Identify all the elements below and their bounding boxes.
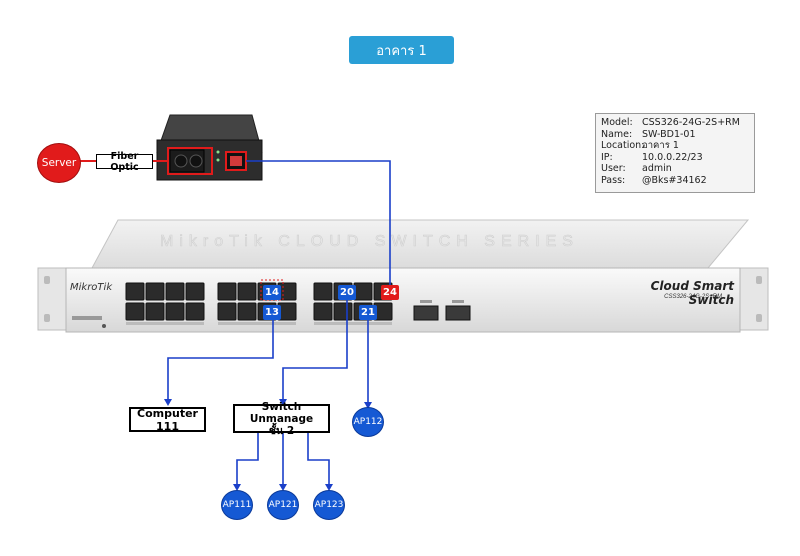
info-row-ip: IP: 10.0.0.22/23 <box>601 152 754 164</box>
info-row-user: User: admin <box>601 163 754 175</box>
port-21-label: 21 <box>359 305 377 320</box>
port-20-label: 20 <box>338 285 356 300</box>
chassis-watermark-text: MikroTik CLOUD SWITCH SERIES <box>160 233 579 250</box>
info-key: Location: <box>601 140 645 151</box>
info-value: CSS326-24G-2S+RM <box>642 117 740 128</box>
info-row-location: Location:อาคาร 1 <box>601 140 754 152</box>
ap121-node: AP121 <box>267 490 299 520</box>
port-14-label: 14 <box>263 285 281 300</box>
switch-info-panel: Model: CSS326-24G-2S+RM Name: SW-BD1-01 Lo… <box>595 113 755 193</box>
brand-logo: MikroTik <box>70 282 113 293</box>
switch-unmanage-node: Switch Unmanage ชั้น 2 <box>233 400 330 437</box>
server-node: Server <box>37 143 81 183</box>
info-row-name: Name: SW-BD1-01 <box>601 129 754 141</box>
info-row-model: Model: CSS326-24G-2S+RM <box>601 117 754 129</box>
building-title: อาคาร 1 <box>349 36 454 64</box>
info-key: Model: <box>601 117 633 128</box>
sfp-ports <box>413 305 471 321</box>
port-24-label: 24 <box>381 285 399 300</box>
info-value: อาคาร 1 <box>642 140 679 151</box>
switch-unmanage-title: Switch Unmanage <box>249 400 314 425</box>
info-key: Name: <box>601 128 633 140</box>
rack-ear-left <box>37 267 69 331</box>
info-key: User: <box>601 163 626 174</box>
ap112-node: AP112 <box>352 407 384 437</box>
info-key: Pass: <box>601 174 626 186</box>
product-name: Cloud Smart Switch <box>650 279 734 307</box>
ap123-node: AP123 <box>313 490 345 520</box>
port-13-label: 13 <box>263 305 281 320</box>
info-key: IP: <box>601 151 613 163</box>
computer-111-node: Computer 111 <box>129 407 206 433</box>
info-row-pass: Pass: @Bks#34162 <box>601 175 754 187</box>
fiber-optic-label: Fiber Optic <box>96 151 153 173</box>
switch-unmanage-floor: ชั้น 2 <box>268 424 295 437</box>
info-value: admin <box>642 163 672 174</box>
info-value: SW-BD1-01 <box>642 128 696 140</box>
info-value: 10.0.0.22/23 <box>642 151 703 163</box>
rack-ear-right <box>737 267 769 331</box>
ap111-node: AP111 <box>221 490 253 520</box>
info-value: @Bks#34162 <box>642 174 707 186</box>
product-model: CSS326-24G-2S+RM <box>664 294 722 300</box>
